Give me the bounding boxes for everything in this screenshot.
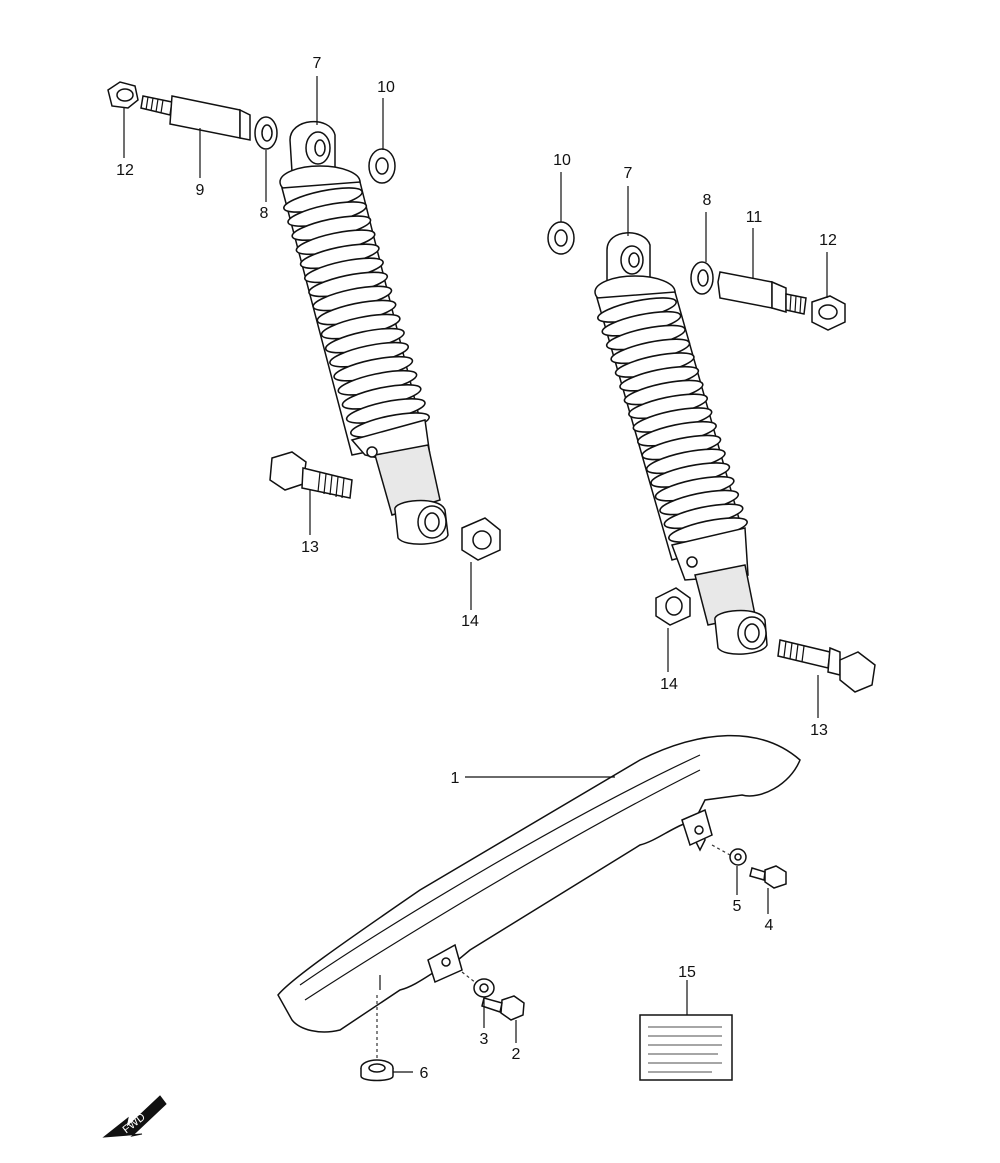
callout-numbers: 7 10 12 9 8 10 7 8 11 12 13 14 14 13 1 5… [116,55,837,1082]
case-bolt-2[interactable] [481,995,525,1021]
right-shock-absorber[interactable] [594,232,768,655]
right-washer-10[interactable] [547,221,575,255]
left-bolt-13[interactable] [269,451,353,499]
right-flange-nut[interactable] [655,587,691,626]
right-washer-8[interactable] [690,261,714,295]
chain-case[interactable] [277,734,801,1033]
callout-14-right: 14 [660,676,678,693]
left-washer-8[interactable] [254,116,278,150]
left-shock-absorber[interactable] [279,121,449,545]
right-bolt-13[interactable] [777,639,876,693]
callout-8-right: 8 [703,192,712,209]
callout-3: 3 [480,1031,489,1048]
callout-2: 2 [512,1046,521,1063]
case-washer-3[interactable] [473,978,495,998]
left-washer-10[interactable] [368,148,396,184]
callout-10-right: 10 [553,152,571,169]
right-stud-bolt[interactable] [717,271,807,315]
callout-7-right: 7 [624,165,633,182]
caution-label[interactable] [639,1014,733,1081]
callout-5: 5 [733,898,742,915]
callout-6: 6 [420,1065,429,1082]
case-bolt-4[interactable] [749,865,787,889]
left-cap-nut[interactable] [107,81,139,109]
callout-8-left: 8 [260,205,269,222]
callout-12-left: 12 [116,162,134,179]
grommet-6[interactable] [360,1059,394,1082]
callout-13-right: 13 [810,722,828,739]
callout-15: 15 [678,964,696,981]
fwd-arrow: FWD [102,1095,167,1138]
case-washer-5[interactable] [729,848,747,866]
right-cap-nut[interactable] [811,295,846,331]
callout-13-left: 13 [301,539,319,556]
callout-14-left: 14 [461,613,479,630]
callout-10-left: 10 [377,79,395,96]
leader-lines [123,76,828,1073]
assembly-line-5 [711,844,731,856]
callout-7-left: 7 [313,55,322,72]
callout-9: 9 [196,182,205,199]
assembly-line-3 [461,971,477,984]
callout-12-right: 12 [819,232,837,249]
left-flange-nut[interactable] [461,517,501,561]
callout-4: 4 [765,917,774,934]
callout-1: 1 [451,770,460,787]
callout-11: 11 [746,209,763,226]
left-stud-bolt[interactable] [140,95,251,141]
